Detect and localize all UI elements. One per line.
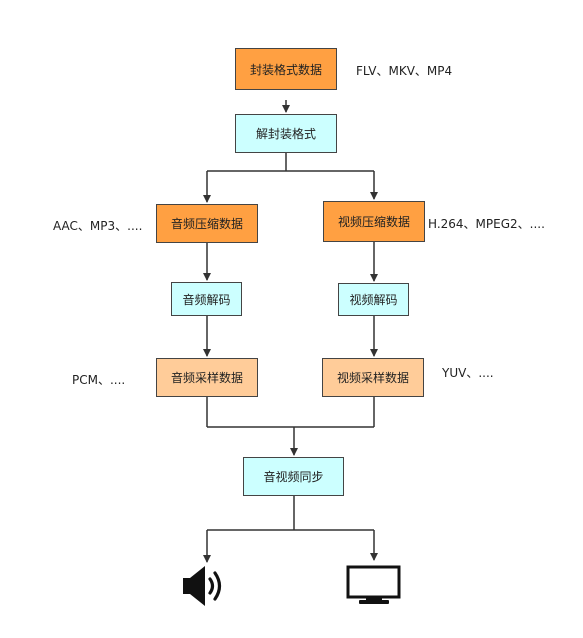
node-audio-decode: 音频解码: [171, 282, 242, 316]
monitor-icon: [346, 565, 401, 604]
speaker-icon: [183, 566, 222, 606]
node-video-compressed: 视频压缩数据: [323, 201, 425, 242]
note-audio-codecs: AAC、MP3、....: [53, 219, 143, 233]
node-audio-compressed: 音频压缩数据: [156, 204, 258, 243]
node-demux: 解封装格式: [235, 114, 337, 153]
node-video-sampled: 视频采样数据: [322, 358, 424, 397]
node-av-sync: 音视频同步: [243, 457, 344, 496]
node-container-data: 封装格式数据: [235, 48, 337, 90]
note-video-codecs: H.264、MPEG2、....: [428, 217, 545, 231]
note-audio-samples: PCM、....: [72, 373, 126, 387]
note-container-formats: FLV、MKV、MP4: [356, 64, 453, 78]
node-video-decode: 视频解码: [338, 283, 409, 316]
note-video-samples: YUV、....: [442, 366, 494, 380]
node-audio-sampled: 音频采样数据: [156, 358, 258, 397]
